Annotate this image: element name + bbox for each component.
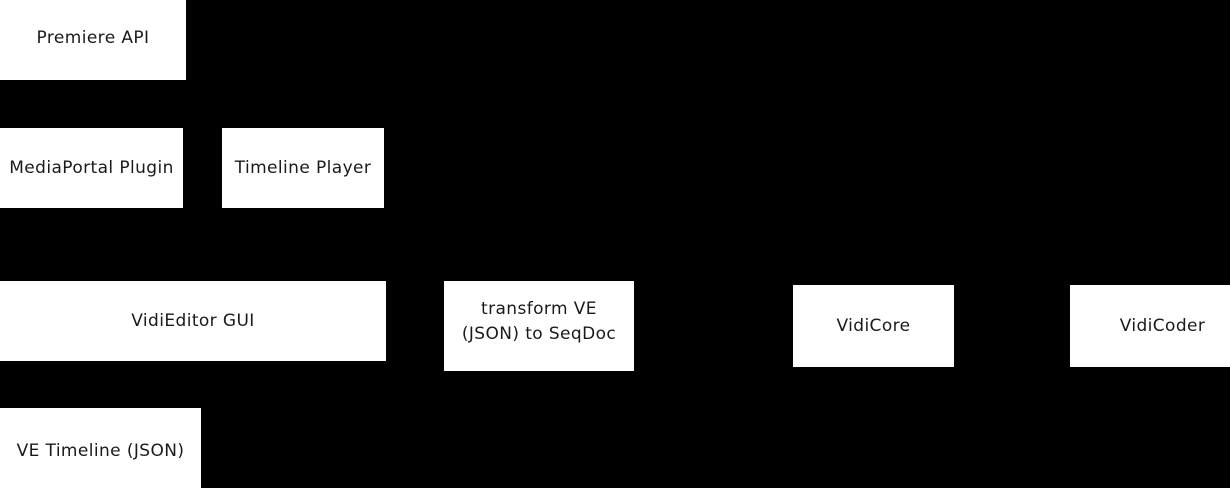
diagram-node-label: VidiCore xyxy=(836,315,911,336)
diagram-node-label: VidiCoder xyxy=(1119,315,1206,336)
diagram-node-ve-timeline-json[interactable]: VE Timeline (JSON) xyxy=(0,408,201,488)
diagram-node-vidicoder[interactable]: VidiCoder xyxy=(1070,285,1230,367)
diagram-node-timeline-player[interactable]: Timeline Player xyxy=(222,128,384,208)
diagram-node-vidicore[interactable]: VidiCore xyxy=(793,285,954,367)
diagram-node-transform-ve[interactable]: transform VE (JSON) to SeqDoc xyxy=(444,281,634,371)
diagram-node-premiere-api[interactable]: Premiere API xyxy=(0,0,186,80)
diagram-node-label: MediaPortal Plugin xyxy=(9,157,174,178)
diagram-node-vidieditor-gui[interactable]: VidiEditor GUI xyxy=(0,281,386,361)
diagram-node-label: Timeline Player xyxy=(234,157,372,178)
diagram-node-label: transform VE (JSON) to SeqDoc xyxy=(461,299,617,344)
diagram-node-label: Premiere API xyxy=(36,27,150,48)
diagram-node-mediaportal-plugin[interactable]: MediaPortal Plugin xyxy=(0,128,183,208)
diagram-node-label: VidiEditor GUI xyxy=(131,310,255,331)
diagram-node-label: VE Timeline (JSON) xyxy=(16,440,185,461)
